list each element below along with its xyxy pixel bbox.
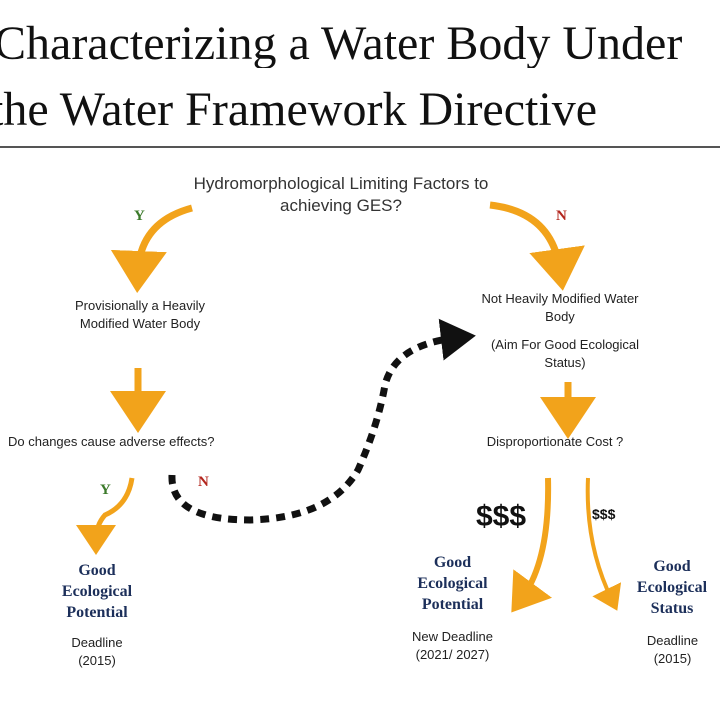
question-disproportionate-cost: Disproportionate Cost ? — [486, 434, 624, 449]
arrow-high-cost — [511, 477, 552, 613]
top-question: Hydromorphological Limiting Factors to a… — [193, 174, 489, 215]
arrow-yes-top — [110, 204, 193, 293]
yes-label-top: Y — [134, 208, 145, 224]
no-label-top: N — [556, 208, 567, 224]
outcome-left-deadline: Deadline (2015) — [71, 635, 123, 668]
outcome-right2-deadline: Deadline (2015) — [646, 633, 699, 666]
title-divider — [0, 146, 720, 148]
node-aim-note: (Aim For Good Ecological Status) — [490, 337, 640, 370]
arrow-no-dotted — [168, 318, 476, 524]
low-cost-label: $$$ — [592, 506, 616, 522]
arrow-low-cost — [585, 477, 622, 611]
outcome-left-title: Good Ecological Potential — [61, 562, 133, 621]
arrow-yes-left — [76, 477, 135, 555]
node-not-heavily-modified: Not Heavily Modified Water Body — [481, 291, 639, 324]
node-heavily-modified: Provisionally a Heavily Modified Water B… — [74, 298, 206, 331]
title-line-1: Characterizing a Water Body Under — [0, 20, 683, 68]
outcome-right1-title: Good Ecological Potential — [417, 554, 488, 613]
no-label-left: N — [198, 474, 209, 490]
outcome-right1-deadline: New Deadline (2021/ 2027) — [412, 629, 493, 662]
outcome-right2-title: Good Ecological Status — [636, 558, 708, 617]
arrow-no-top — [489, 201, 585, 291]
high-cost-label: $$$ — [476, 500, 527, 533]
yes-label-left: Y — [100, 482, 111, 498]
title-line-2: the Water Framework Directive — [0, 86, 598, 134]
question-adverse-effects: Do changes cause adverse effects? — [8, 434, 215, 449]
